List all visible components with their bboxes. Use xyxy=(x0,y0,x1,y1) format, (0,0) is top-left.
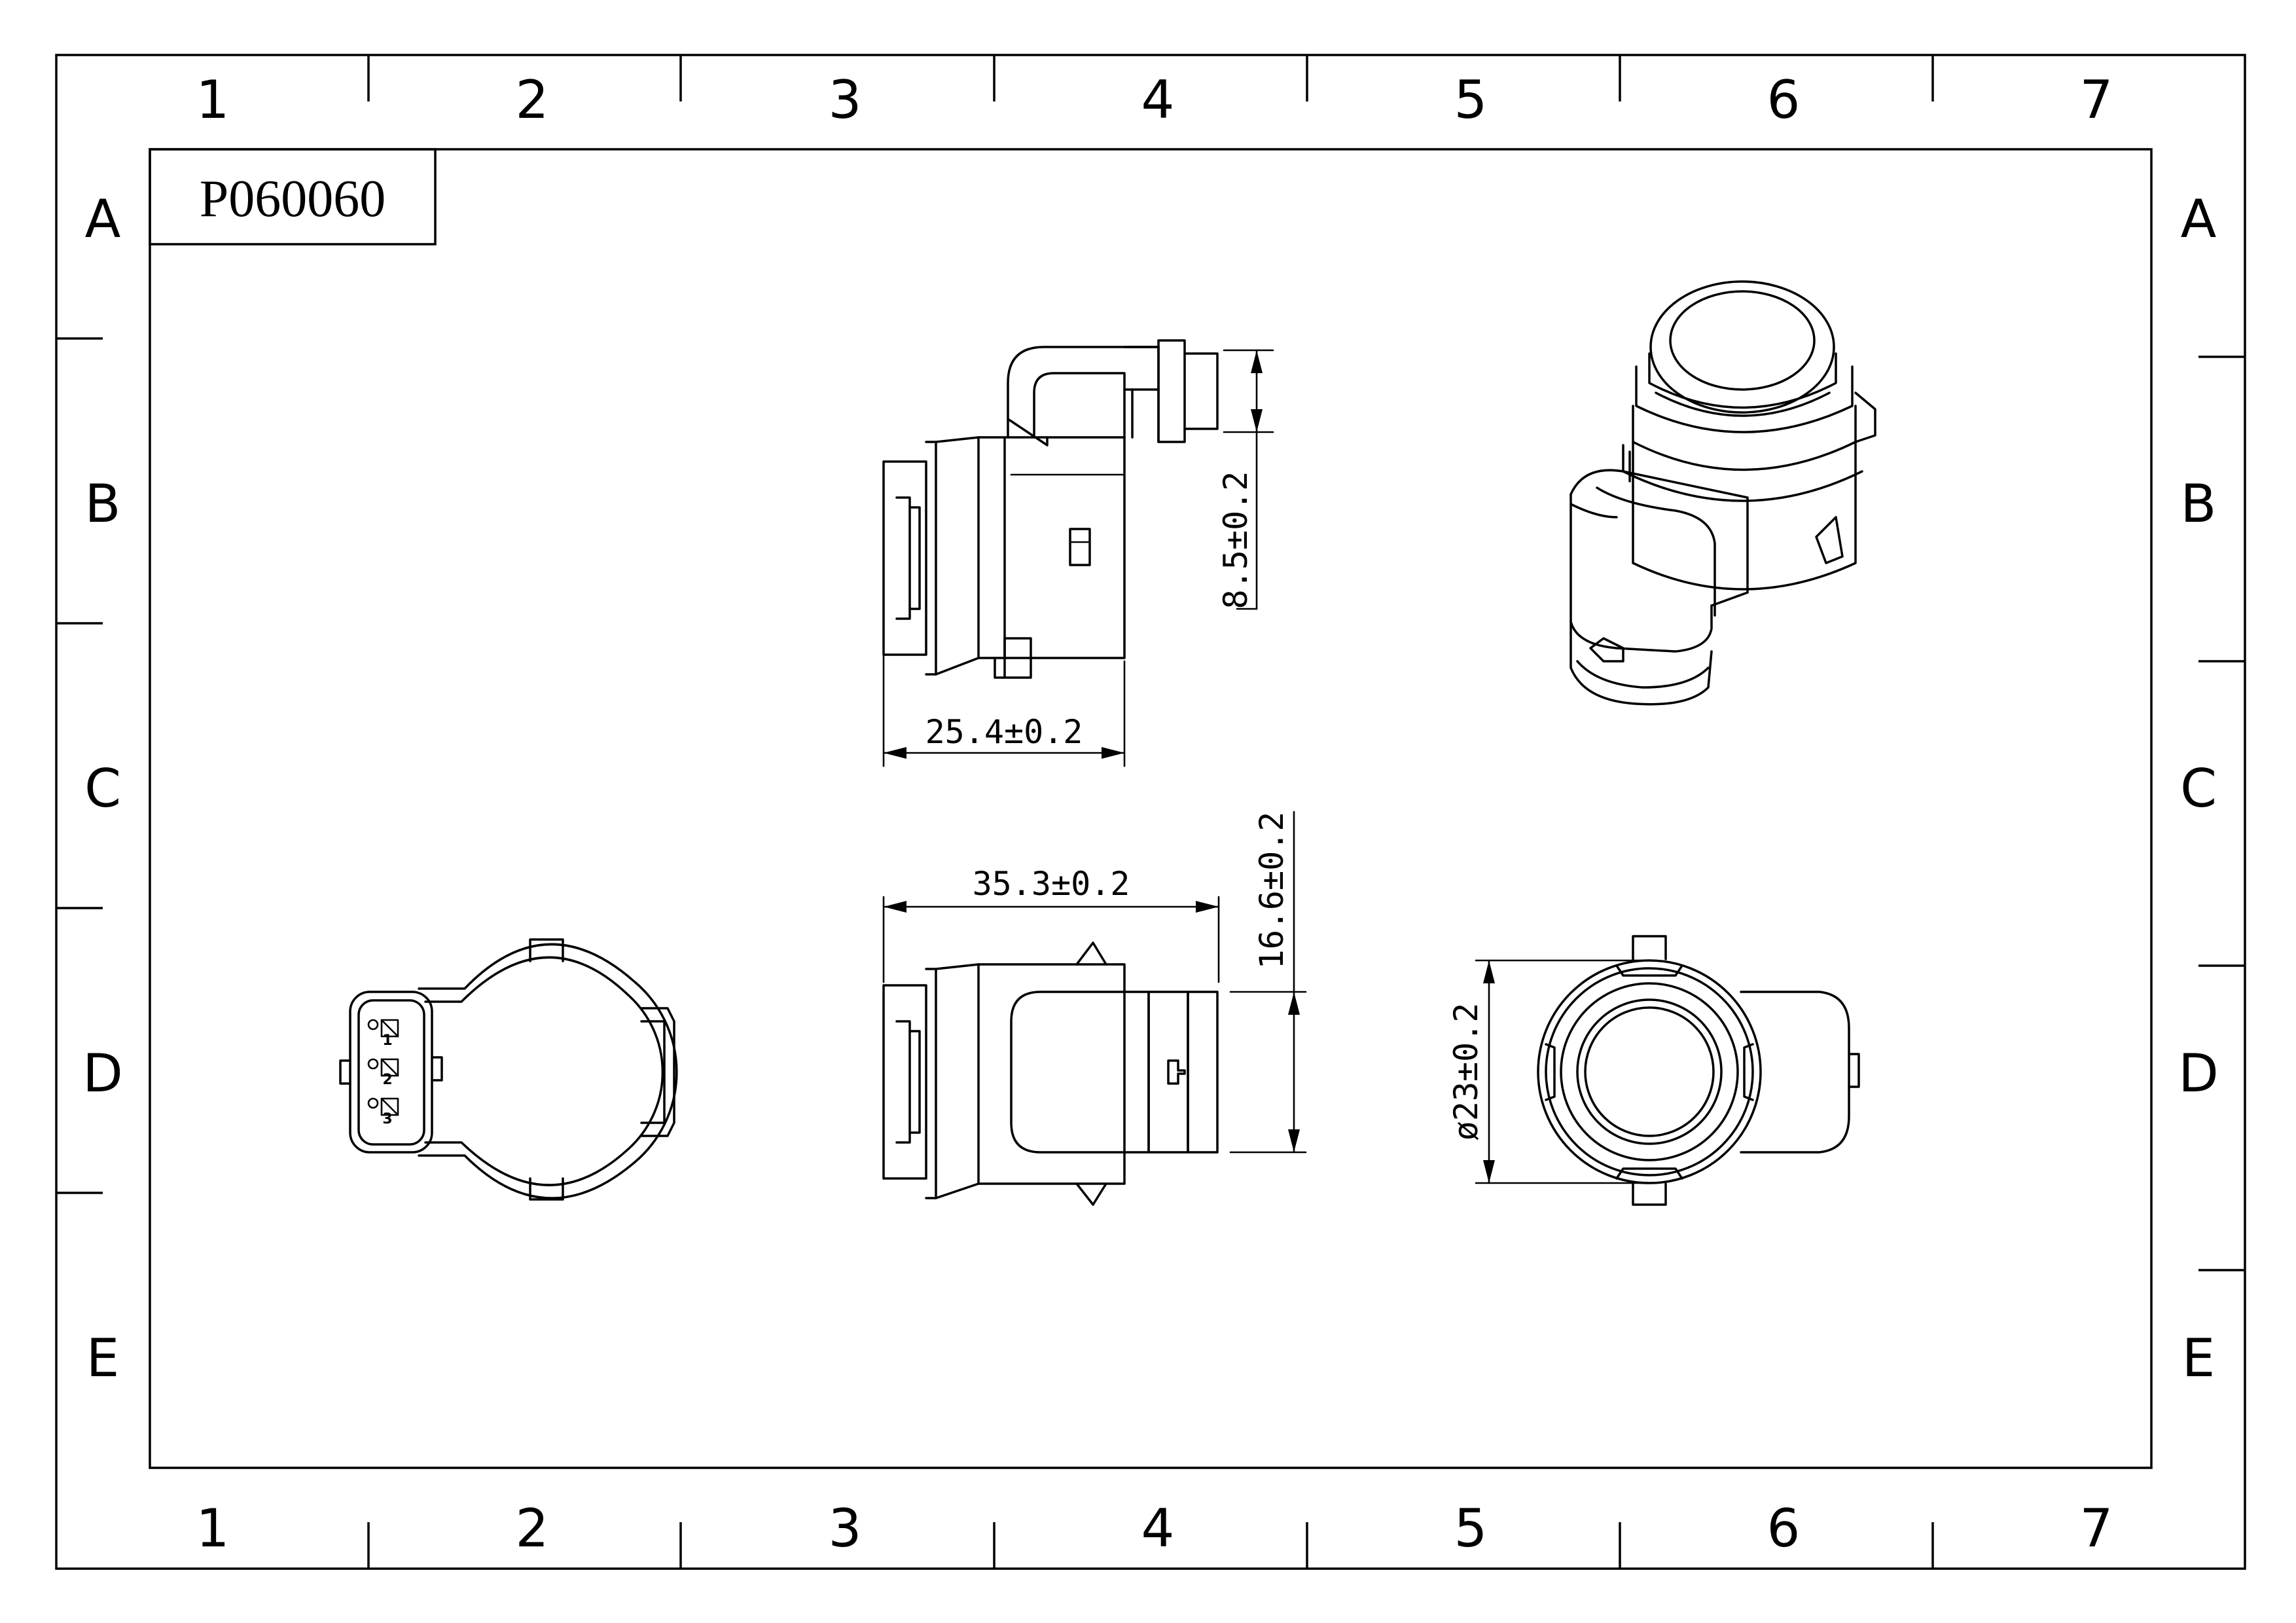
zone-labels-right: A B C D E xyxy=(2178,189,2219,1389)
front-view xyxy=(882,941,1219,1206)
zone-row-label: D xyxy=(82,1043,123,1104)
zone-col-label: 4 xyxy=(1141,1498,1175,1559)
zone-col-label: 7 xyxy=(2080,1498,2113,1559)
zone-labels-bottom: 1 2 3 4 5 6 7 xyxy=(196,1498,2113,1559)
zone-col-label: 1 xyxy=(196,1498,230,1559)
side-height-label: 8.5±0.2 xyxy=(1217,471,1255,610)
part-number: P060060 xyxy=(200,170,386,228)
connector-back-view: 1 2 3 xyxy=(339,938,678,1201)
pin-label: 1 xyxy=(382,1032,392,1049)
zone-col-label: 7 xyxy=(2080,69,2113,130)
dimension-side-height: 8.5±0.2 xyxy=(1217,349,1274,610)
dimension-front-width: 35.3±0.2 xyxy=(882,865,1220,983)
dimension-diameter: ø23±0.2 xyxy=(1447,959,1651,1184)
zone-row-label: D xyxy=(2178,1043,2219,1104)
side-width-label: 25.4±0.2 xyxy=(925,713,1083,751)
zone-row-label: C xyxy=(84,758,121,819)
zone-col-label: 2 xyxy=(516,69,549,130)
zone-col-label: 5 xyxy=(1454,1498,1488,1559)
zone-row-label: A xyxy=(2181,189,2217,249)
front-height-label: 16.6±0.2 xyxy=(1253,812,1291,970)
zone-col-label: 6 xyxy=(1767,1498,1801,1559)
front-width-label: 35.3±0.2 xyxy=(973,865,1130,903)
zone-col-label: 5 xyxy=(1454,69,1488,130)
face-view xyxy=(1537,935,1860,1206)
zone-col-label: 6 xyxy=(1767,69,1801,130)
dimension-side-width: 25.4±0.2 xyxy=(882,653,1126,767)
side-view xyxy=(882,339,1219,679)
zone-labels-left: A B C D E xyxy=(82,189,123,1389)
zone-row-label: A xyxy=(85,189,121,249)
zone-labels-top: 1 2 3 4 5 6 7 xyxy=(196,69,2113,130)
part-number-box: P060060 xyxy=(149,148,437,246)
zone-row-label: B xyxy=(2181,473,2217,534)
zone-col-label: 3 xyxy=(829,1498,862,1559)
zone-col-label: 2 xyxy=(516,1498,549,1559)
dimension-front-height: 16.6±0.2 xyxy=(1229,811,1307,1154)
zone-row-label: B xyxy=(85,473,121,534)
zone-col-label: 3 xyxy=(829,69,862,130)
pin-label: 3 xyxy=(382,1111,392,1127)
pin-label: 2 xyxy=(382,1072,392,1088)
zone-row-label: E xyxy=(2182,1328,2215,1389)
isometric-view xyxy=(1570,280,1876,706)
drawing-frame xyxy=(55,54,2246,1570)
zone-row-label: E xyxy=(86,1328,120,1389)
diameter-label: ø23±0.2 xyxy=(1447,1003,1485,1141)
zone-row-label: C xyxy=(2180,758,2217,819)
zone-col-label: 1 xyxy=(196,69,230,130)
zone-col-label: 4 xyxy=(1141,69,1175,130)
